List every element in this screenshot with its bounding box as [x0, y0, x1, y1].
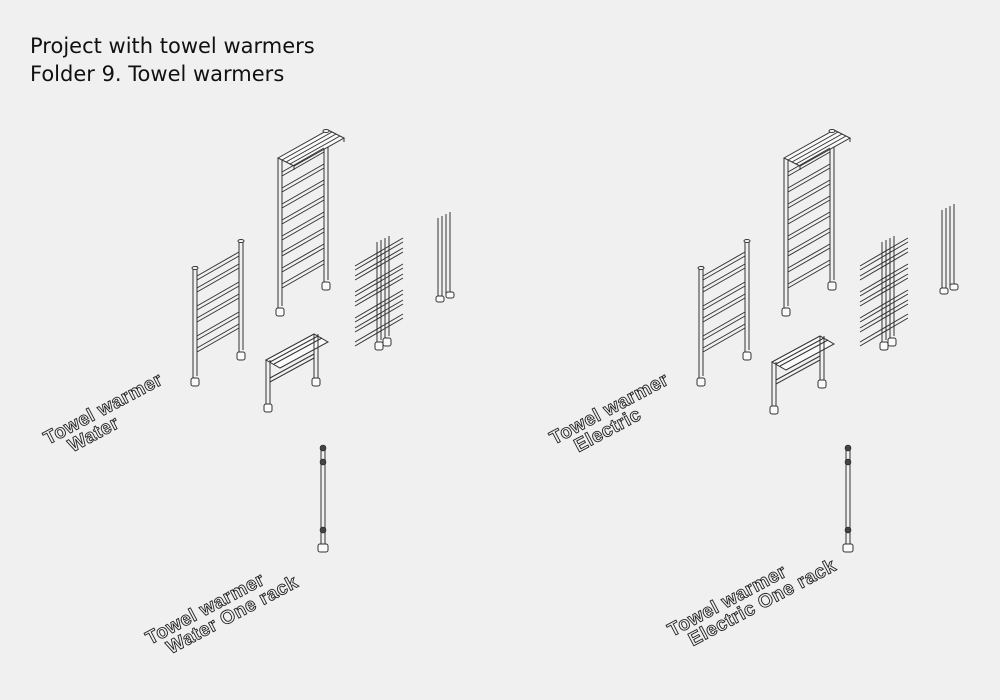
electric-one-rack-warmer	[842, 444, 854, 553]
water-tall-shelf-warmer	[275, 129, 345, 317]
electric-tall-shelf-warmer	[781, 129, 851, 317]
water-ladder-warmer	[190, 239, 246, 387]
electric-comb-warmer	[859, 235, 909, 351]
water-comb-warmer	[354, 235, 404, 351]
project-title: Project with towel warmers	[30, 34, 315, 58]
electric-group	[696, 129, 959, 415]
water-one-rack-warmer	[317, 444, 329, 553]
page-header: Project with towel warmers Folder 9. Tow…	[30, 32, 315, 88]
label-water-one-rack: Towel warmer Water One rack	[142, 569, 302, 659]
label-electric: Towel warmer Electric	[546, 369, 673, 458]
electric-ladder-warmer	[696, 239, 752, 387]
label-water: Towel warmer Water	[40, 369, 167, 458]
electric-narrow-warmer	[939, 203, 959, 295]
electric-shelf-warmer	[769, 335, 835, 415]
label-electric-one-rack: Towel warmer Electric One rack	[664, 555, 840, 651]
water-shelf-warmer	[263, 333, 329, 413]
folder-title: Folder 9. Towel warmers	[30, 62, 285, 86]
water-narrow-warmer	[435, 211, 455, 303]
water-group	[190, 129, 455, 413]
